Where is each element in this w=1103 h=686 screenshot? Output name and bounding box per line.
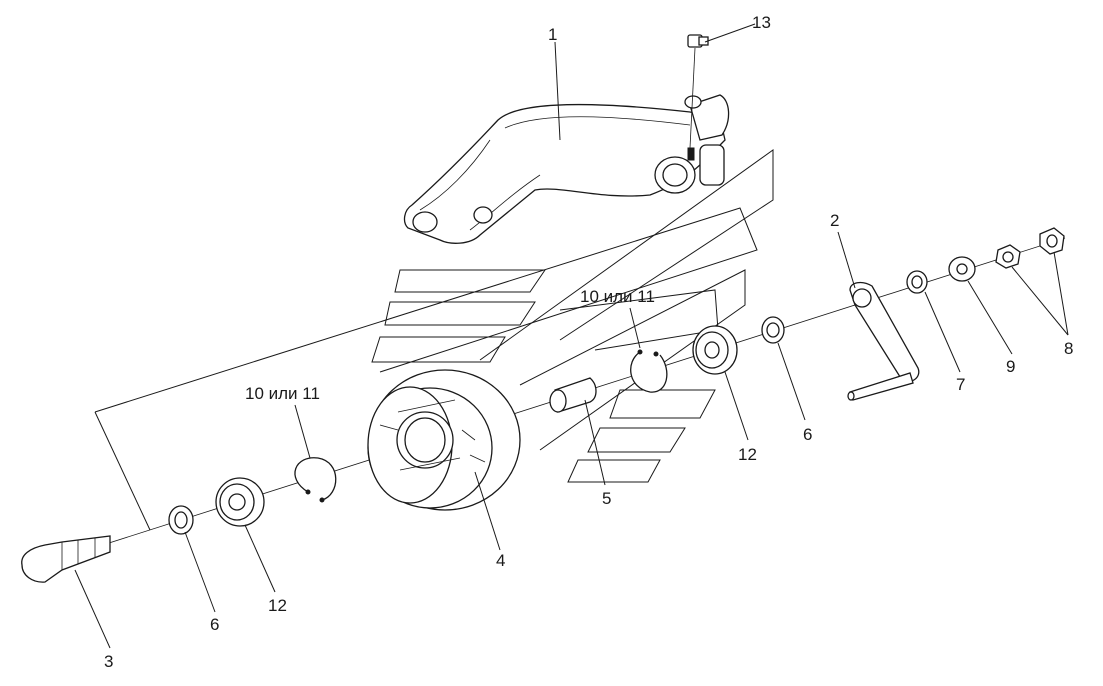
label-part-12-left: 12 — [268, 596, 287, 615]
pulley — [367, 369, 521, 511]
bearing-left — [215, 477, 265, 527]
stop-plate — [847, 281, 920, 401]
washer-right — [761, 316, 785, 344]
label-part-12-right: 12 — [738, 445, 757, 464]
label-part-6-right: 6 — [803, 425, 812, 444]
bearing-right — [692, 325, 738, 375]
part-labels: 1 13 2 8 9 7 6 12 5 4 10 или 11 10 или 1… — [104, 13, 1073, 671]
outline-planes — [94, 149, 774, 531]
label-part-4: 4 — [496, 551, 505, 570]
label-part-10-11-right: 10 или 11 — [580, 287, 655, 306]
label-part-13: 13 — [752, 13, 771, 32]
nut-inner — [995, 244, 1021, 269]
tension-arm — [403, 94, 730, 244]
flat-washer — [948, 256, 976, 282]
label-part-8: 8 — [1064, 339, 1073, 358]
label-part-9: 9 — [1006, 357, 1015, 376]
spacer-sleeve — [549, 377, 597, 413]
label-part-1: 1 — [548, 25, 557, 44]
label-part-2: 2 — [830, 211, 839, 230]
label-part-6-left: 6 — [210, 615, 219, 634]
grease-fitting — [687, 34, 709, 149]
lock-washer — [906, 270, 928, 294]
axle-pin — [21, 535, 111, 583]
label-part-3: 3 — [104, 652, 113, 671]
nut-outer — [1039, 227, 1065, 255]
retaining-ring-right — [630, 349, 668, 393]
retaining-ring-left — [294, 457, 337, 503]
label-part-5: 5 — [602, 489, 611, 508]
label-part-7: 7 — [956, 375, 965, 394]
leader-lines — [74, 23, 1069, 649]
label-part-10-11-left: 10 или 11 — [245, 384, 320, 403]
washer-left — [168, 505, 194, 535]
